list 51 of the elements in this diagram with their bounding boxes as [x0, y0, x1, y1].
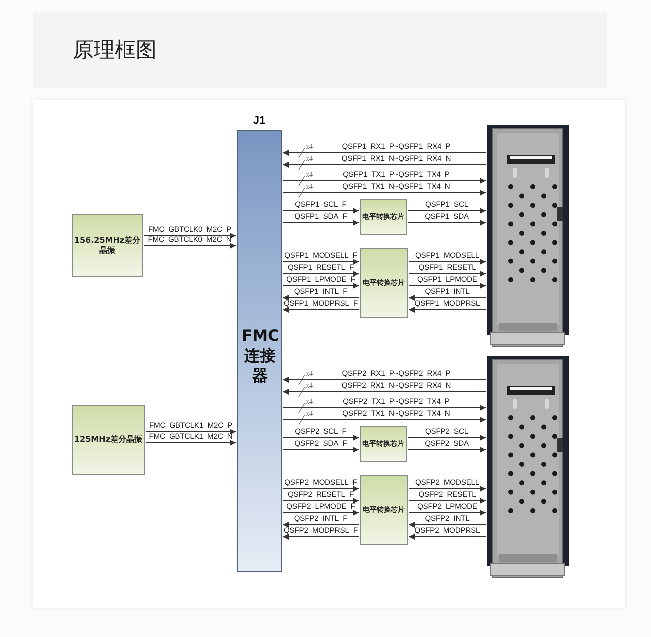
- chip-box: [360, 426, 407, 462]
- arrow: [408, 220, 486, 226]
- arrow: [282, 307, 360, 313]
- connector-label: J1: [253, 115, 266, 127]
- arrow: [408, 271, 486, 277]
- arrow: [408, 522, 486, 528]
- chip-box: [360, 248, 408, 318]
- arrow: [408, 295, 486, 301]
- oscillator-box: [72, 405, 145, 475]
- chip-box: [360, 199, 407, 235]
- arrow: [146, 440, 236, 446]
- arrow: [282, 190, 486, 196]
- arrow: [282, 271, 360, 277]
- arrow: [282, 208, 360, 214]
- arrow: [144, 243, 236, 249]
- arrow: [408, 534, 486, 540]
- arrow: [144, 233, 236, 239]
- oscillator-label: 156.25MHz差分晶振: [73, 236, 142, 256]
- oscillator-label: 125MHz差分晶振: [74, 435, 142, 445]
- arrow: [282, 150, 486, 156]
- arrow: [408, 307, 486, 313]
- connector-name: FMC连接器: [242, 326, 279, 386]
- arrow: [282, 283, 360, 289]
- arrow: [282, 534, 360, 540]
- arrow: [282, 486, 360, 492]
- arrow: [282, 435, 360, 441]
- arrow: [282, 295, 360, 301]
- arrow: [282, 259, 360, 265]
- arrow: [282, 377, 486, 383]
- arrow: [408, 435, 486, 441]
- arrow: [282, 178, 486, 184]
- arrow: [408, 208, 486, 214]
- oscillator-box: [72, 214, 143, 277]
- arrow: [282, 220, 360, 226]
- arrow: [408, 486, 486, 492]
- arrow: [282, 510, 360, 516]
- arrow: [408, 283, 486, 289]
- arrow: [408, 447, 486, 453]
- arrow: [282, 405, 486, 411]
- arrow: [282, 498, 360, 504]
- arrow: [408, 259, 486, 265]
- arrow: [282, 447, 360, 453]
- arrow: [282, 417, 486, 423]
- chip-box: [360, 475, 408, 545]
- arrow: [146, 429, 236, 435]
- arrow: [282, 522, 360, 528]
- arrow: [282, 162, 486, 168]
- arrow: [408, 498, 486, 504]
- title: 原理框图: [73, 37, 157, 64]
- arrow: [408, 510, 486, 516]
- arrow: [282, 389, 486, 395]
